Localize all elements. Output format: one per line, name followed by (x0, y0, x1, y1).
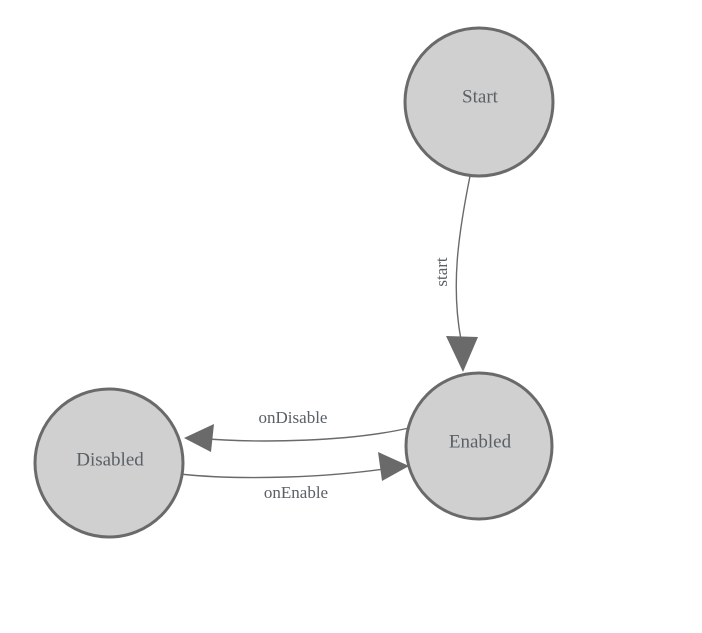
edge-start-to-enabled-arrowhead (446, 336, 478, 372)
state-node-start-circle (403, 26, 555, 178)
edge-disabled-to-enabled-arrowhead (378, 452, 409, 481)
state-node-enabled-circle (404, 371, 554, 521)
edge-start-to-enabled-label: start (432, 257, 451, 287)
state-node-enabled-label: Enabled (449, 431, 512, 452)
edge-disabled-to-enabled-label: onEnable (264, 483, 328, 502)
state-node-disabled[interactable]: Disabled (33, 387, 185, 539)
edge-start-to-enabled-line (455, 175, 471, 341)
edge-enabled-to-disabled-label: onDisable (259, 408, 328, 427)
edge-disabled-to-enabled[interactable]: onEnable (179, 452, 409, 502)
edge-enabled-to-disabled-arrowhead (184, 424, 214, 452)
state-node-disabled-label: Disabled (76, 449, 144, 470)
edge-enabled-to-disabled[interactable]: onDisable (184, 408, 410, 452)
edge-enabled-to-disabled-line (195, 427, 410, 442)
edge-start-to-enabled[interactable]: start (432, 175, 478, 372)
state-node-enabled[interactable]: Enabled (404, 371, 554, 521)
state-node-start-label: Start (462, 86, 499, 107)
edge-disabled-to-enabled-line (179, 467, 392, 479)
state-node-disabled-circle (33, 387, 185, 539)
state-node-start[interactable]: Start (403, 26, 555, 178)
